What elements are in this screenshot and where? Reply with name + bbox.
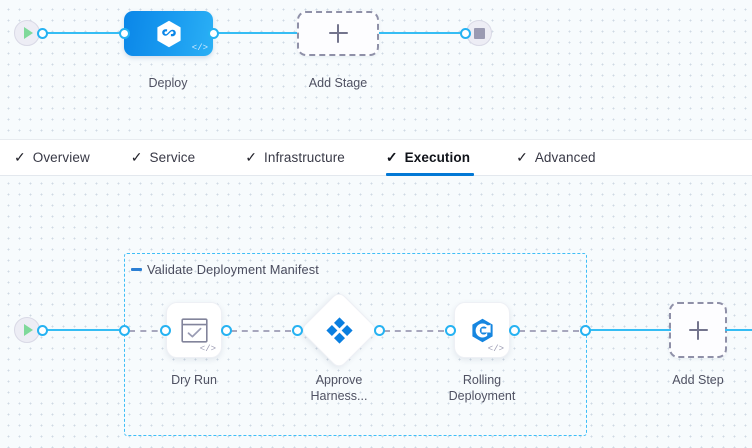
code-icon: </>: [487, 344, 504, 354]
dryrun-in-ring[interactable]: [160, 324, 171, 336]
connector-rolling-to-group-edge: [519, 329, 579, 332]
stage-config-tabs: ✓ Overview ✓ Service ✓ Infrastructure ✓ …: [0, 139, 752, 176]
tab-execution-label: Execution: [404, 150, 471, 165]
connector-addstage-to-end: [379, 31, 464, 35]
step-label-approve-harness: Approve Harness...: [310, 373, 368, 403]
stage-label-deploy: Deploy: [148, 76, 188, 90]
stage-node-deploy[interactable]: </>: [124, 11, 213, 56]
stop-icon: [473, 27, 485, 39]
harness-logo-icon: [156, 20, 181, 47]
dryrun-out-ring[interactable]: [221, 324, 232, 336]
code-icon: </>: [191, 43, 208, 53]
group-out-ring[interactable]: [580, 324, 591, 336]
execution-start-node[interactable]: [14, 317, 40, 343]
tab-advanced-label: Advanced: [534, 150, 596, 165]
tab-advanced[interactable]: ✓ Advanced: [516, 140, 596, 175]
group-in-ring[interactable]: [119, 324, 130, 336]
connector-approve-to-rolling: [384, 329, 444, 332]
step-node-dry-run[interactable]: </>: [166, 302, 222, 358]
check-icon: ✓: [385, 148, 398, 165]
tab-overview[interactable]: ✓ Overview: [14, 140, 90, 175]
deploy-out-ring[interactable]: [208, 27, 219, 39]
connector-group-to-addstep: [587, 328, 671, 332]
add-stage-button[interactable]: [297, 11, 379, 56]
step-group-title: Validate Deployment Manifest: [147, 262, 319, 277]
deploy-in-ring[interactable]: [119, 27, 130, 39]
add-stage-label: Add Stage: [308, 76, 368, 90]
connector-deploy-to-addstage: [214, 31, 297, 35]
start-connector-ring[interactable]: [37, 27, 48, 39]
rolling-in-ring[interactable]: [445, 324, 456, 336]
stage-graph-canvas[interactable]: </> Deploy Add Stage: [0, 0, 752, 140]
step-node-rolling-deployment[interactable]: </>: [454, 302, 510, 358]
rolling-deployment-icon: [471, 318, 493, 342]
check-icon: ✓: [516, 148, 528, 165]
play-icon: [24, 324, 33, 336]
play-icon: [24, 27, 33, 39]
tab-service[interactable]: ✓ Service: [131, 140, 195, 175]
tab-infrastructure[interactable]: ✓ Infrastructure: [245, 140, 345, 175]
end-connector-ring[interactable]: [460, 27, 471, 39]
connector-start-to-deploy: [44, 31, 127, 35]
code-icon: </>: [199, 344, 216, 354]
check-icon: ✓: [130, 148, 143, 165]
approve-icon-wrap: [311, 302, 367, 358]
dry-run-check-icon: [180, 317, 208, 343]
approve-in-ring[interactable]: [292, 324, 303, 336]
approve-out-ring[interactable]: [374, 324, 385, 336]
execution-graph-canvas[interactable]: Validate Deployment Manifest </> Dry Run: [0, 176, 752, 448]
check-icon: ✓: [14, 148, 26, 165]
step-label-dry-run: Dry Run: [171, 373, 217, 387]
pipeline-start-node[interactable]: [14, 20, 40, 46]
plus-icon: [688, 320, 708, 340]
harness-approval-diamond-icon: [325, 316, 353, 344]
tab-execution[interactable]: ✓ Execution: [385, 140, 475, 176]
tab-underline: [385, 173, 475, 176]
step-group-validate-deployment-manifest[interactable]: [124, 253, 587, 436]
rolling-out-ring[interactable]: [509, 324, 520, 336]
tab-overview-label: Overview: [32, 150, 90, 165]
tab-service-label: Service: [149, 150, 196, 165]
tab-infrastructure-label: Infrastructure: [263, 150, 345, 165]
add-step-button[interactable]: [669, 302, 727, 358]
connector-dryrun-to-approve: [231, 329, 291, 332]
execution-start-ring[interactable]: [37, 324, 48, 336]
connector-start-to-group: [44, 328, 127, 332]
step-group-header[interactable]: Validate Deployment Manifest: [131, 262, 319, 277]
add-step-label: Add Step: [672, 373, 724, 387]
connector-group-to-dryrun: [129, 329, 169, 332]
check-icon: ✓: [245, 148, 257, 165]
connector-addstep-trailing: [725, 328, 752, 332]
plus-icon: [328, 24, 348, 43]
step-label-rolling-deployment: Rolling Deployment: [448, 373, 516, 403]
minus-icon[interactable]: [131, 268, 142, 271]
